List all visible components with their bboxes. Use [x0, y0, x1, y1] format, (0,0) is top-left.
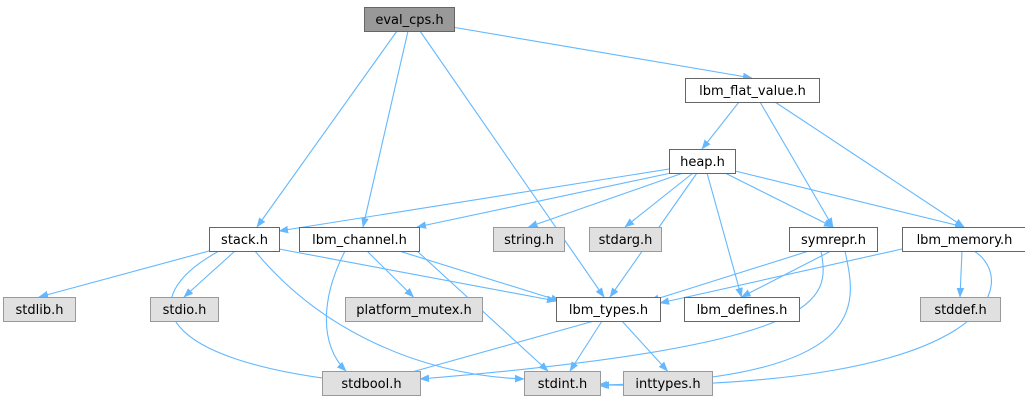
- node-eval_cps-label: eval_cps.h: [375, 13, 443, 28]
- node-inttypes-box: [623, 371, 713, 396]
- edge-lbm_memory-to-stdint: [600, 250, 992, 385]
- node-stdio: stdio.h: [150, 297, 219, 322]
- edge-eval_cps-to-lbm_flat_value: [451, 26, 752, 78]
- node-stdbool-box: [322, 371, 421, 396]
- node-lbm_memory[interactable]: lbm_memory.h: [902, 227, 1025, 252]
- node-string: string.h: [493, 227, 565, 252]
- node-lbm_defines-box: [684, 297, 800, 322]
- node-string-box: [493, 227, 565, 252]
- node-stdlib: stdlib.h: [3, 297, 76, 322]
- edge-lbm_channel-to-stdbool: [325, 250, 346, 371]
- node-eval_cps-box: [364, 7, 455, 32]
- edge-heap-to-lbm_defines: [706, 172, 742, 297]
- edge-eval_cps-to-lbm_types: [419, 30, 605, 297]
- node-lbm_defines[interactable]: lbm_defines.h: [684, 297, 800, 322]
- node-stdio-box: [150, 297, 219, 322]
- node-inttypes: inttypes.h: [623, 371, 713, 396]
- node-lbm_memory-box: [902, 227, 1025, 252]
- node-symrepr[interactable]: symrepr.h: [789, 227, 878, 252]
- node-platform_mutex: platform_mutex.h: [345, 297, 483, 322]
- node-platform_mutex-label: platform_mutex.h: [356, 303, 472, 318]
- node-lbm_channel[interactable]: lbm_channel.h: [299, 227, 420, 252]
- edge-heap-to-lbm_channel: [417, 172, 672, 227]
- node-stdint-box: [524, 371, 601, 396]
- node-lbm_types-box: [556, 297, 661, 322]
- edge-stack-to-stdlib: [39, 250, 210, 297]
- edge-stack-to-stdbool: [170, 250, 346, 381]
- node-stddef: stddef.h: [920, 297, 1001, 322]
- edge-symrepr-to-lbm_types: [650, 250, 810, 301]
- node-lbm_types-label: lbm_types.h: [569, 303, 648, 318]
- node-lbm_flat_value-box: [685, 78, 820, 103]
- edge-lbm_types-to-inttypes: [621, 320, 668, 371]
- node-lbm_flat_value[interactable]: lbm_flat_value.h: [685, 78, 820, 103]
- node-stack[interactable]: stack.h: [209, 227, 280, 252]
- edge-heap-to-symrepr: [724, 172, 833, 228]
- node-eval_cps[interactable]: eval_cps.h: [364, 7, 455, 32]
- edge-lbm_types-to-stdint: [569, 320, 603, 371]
- edge-heap-to-string: [529, 172, 684, 227]
- node-lbm_defines-label: lbm_defines.h: [697, 303, 788, 318]
- node-stack-label: stack.h: [221, 233, 268, 248]
- node-stdlib-label: stdlib.h: [16, 303, 64, 318]
- node-heap-box: [669, 149, 736, 174]
- node-stdarg: stdarg.h: [589, 227, 662, 252]
- node-stddef-label: stddef.h: [934, 303, 986, 318]
- node-string-label: string.h: [504, 233, 554, 248]
- node-heap[interactable]: heap.h: [669, 149, 736, 174]
- edge-lbm_flat_value-to-lbm_memory: [774, 101, 964, 228]
- node-stdint-label: stdint.h: [538, 377, 587, 392]
- edge-lbm_flat_value-to-heap: [701, 101, 740, 149]
- edges-layer: [39, 26, 992, 385]
- node-lbm_types[interactable]: lbm_types.h: [556, 297, 661, 322]
- edge-stack-to-stdio: [184, 250, 236, 297]
- edge-stack-to-stdint: [254, 250, 524, 379]
- node-stdint: stdint.h: [524, 371, 601, 396]
- node-stdbool-label: stdbool.h: [341, 377, 401, 392]
- node-symrepr-box: [789, 227, 878, 252]
- edge-stack-to-lbm_types: [278, 248, 556, 301]
- node-lbm_channel-box: [299, 227, 420, 252]
- node-lbm_memory-label: lbm_memory.h: [917, 233, 1013, 248]
- node-stddef-box: [920, 297, 1001, 322]
- node-stdlib-box: [3, 297, 76, 322]
- edge-symrepr-to-lbm_defines: [742, 250, 832, 298]
- edge-lbm_flat_value-to-symrepr: [759, 101, 834, 227]
- edge-lbm_memory-to-lbm_types: [660, 248, 903, 303]
- node-stack-box: [209, 227, 280, 252]
- node-heap-label: heap.h: [680, 155, 725, 170]
- edge-heap-to-stack: [279, 168, 670, 231]
- node-stdio-label: stdio.h: [163, 303, 207, 318]
- node-symrepr-label: symrepr.h: [801, 233, 866, 248]
- nodes-layer: eval_cps.h lbm_flat_value.h heap.h stack.h l…: [3, 7, 1025, 396]
- edge-heap-to-stdarg: [625, 172, 694, 228]
- node-inttypes-label: inttypes.h: [635, 377, 700, 392]
- node-lbm_flat_value-label: lbm_flat_value.h: [699, 84, 806, 99]
- node-stdbool: stdbool.h: [322, 371, 421, 396]
- edge-lbm_types-to-stdbool: [394, 320, 595, 377]
- node-lbm_channel-label: lbm_channel.h: [312, 233, 407, 248]
- edge-heap-to-lbm_memory: [734, 170, 964, 227]
- node-stdarg-box: [589, 227, 662, 252]
- node-platform_mutex-box: [345, 297, 483, 322]
- node-stdarg-label: stdarg.h: [599, 233, 653, 248]
- edge-eval_cps-to-stack: [256, 30, 398, 227]
- edge-lbm_channel-to-platform_mutex: [366, 250, 414, 297]
- edge-eval_cps-to-lbm_channel: [363, 30, 409, 227]
- edge-lbm_memory-to-stddef: [960, 250, 962, 297]
